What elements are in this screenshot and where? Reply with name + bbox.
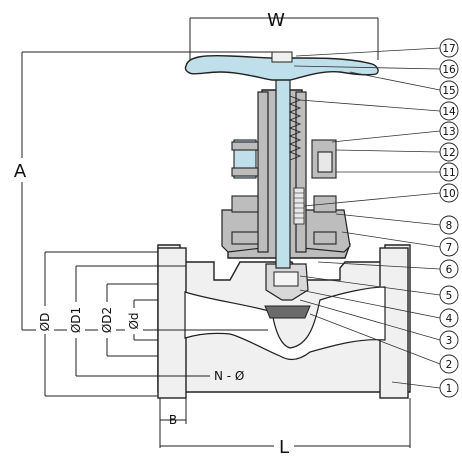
callout-leaders — [293, 47, 441, 389]
callout-number: 14 — [442, 106, 456, 118]
callout-circle — [439, 330, 459, 350]
label-od: ØD — [38, 313, 52, 332]
spring — [288, 95, 302, 161]
callout-circle — [439, 59, 459, 79]
callout-number: 8 — [446, 220, 453, 232]
callout-number: 3 — [446, 335, 453, 347]
callout-number: 10 — [442, 188, 455, 200]
gland-bolts — [231, 139, 337, 245]
stem — [275, 67, 291, 269]
callout-circle — [439, 38, 459, 58]
callout-number: 1 — [446, 383, 453, 395]
handwheel-nut — [271, 51, 293, 63]
callout-circle — [439, 237, 459, 257]
callout-circle — [439, 162, 459, 182]
callout-circle — [439, 308, 459, 328]
callout-number: 16 — [442, 64, 456, 76]
label-a: A — [14, 161, 27, 182]
handwheel — [184, 55, 379, 81]
callout-number: 13 — [442, 126, 455, 138]
callout-number: 6 — [446, 264, 453, 276]
label-b: B — [169, 413, 177, 427]
callout-circle — [439, 101, 459, 121]
callout-number: 4 — [446, 313, 453, 325]
callout-circle — [439, 215, 459, 235]
dim-w — [189, 17, 379, 60]
label-od1: ØD1 — [69, 307, 83, 333]
callout-number: 17 — [442, 43, 455, 55]
callout-number: 2 — [446, 359, 453, 371]
dim-a — [21, 51, 278, 331]
disc-nut — [273, 271, 299, 287]
yoke-left — [257, 91, 269, 253]
yoke-right — [295, 91, 307, 253]
callout-number: 15 — [442, 85, 455, 97]
callout-circle — [439, 354, 459, 374]
callout-circle — [439, 183, 459, 203]
callout-circle — [439, 80, 459, 100]
dim-b — [159, 398, 187, 424]
callout-circle — [439, 259, 459, 279]
label-w: W — [267, 10, 285, 31]
callout-circle — [439, 378, 459, 398]
callout-number: 12 — [442, 147, 455, 159]
label-l: L — [279, 437, 289, 456]
callout-numbers: 17 16 15 14 13 12 11 10 8 7 6 5 4 3 2 1 — [439, 38, 459, 398]
seat — [264, 305, 311, 319]
label-od-small: Ød — [127, 312, 141, 329]
label-od2: ØD2 — [100, 307, 114, 333]
callout-circle — [439, 285, 459, 305]
callout-circle — [439, 142, 459, 162]
callout-circle — [439, 121, 459, 141]
callout-number: 11 — [442, 167, 455, 179]
packing — [293, 187, 305, 225]
callout-number: 7 — [446, 242, 453, 254]
label-n-phi: N - Ø — [214, 369, 244, 383]
flow-passage — [184, 286, 386, 361]
callout-number: 5 — [446, 290, 453, 302]
